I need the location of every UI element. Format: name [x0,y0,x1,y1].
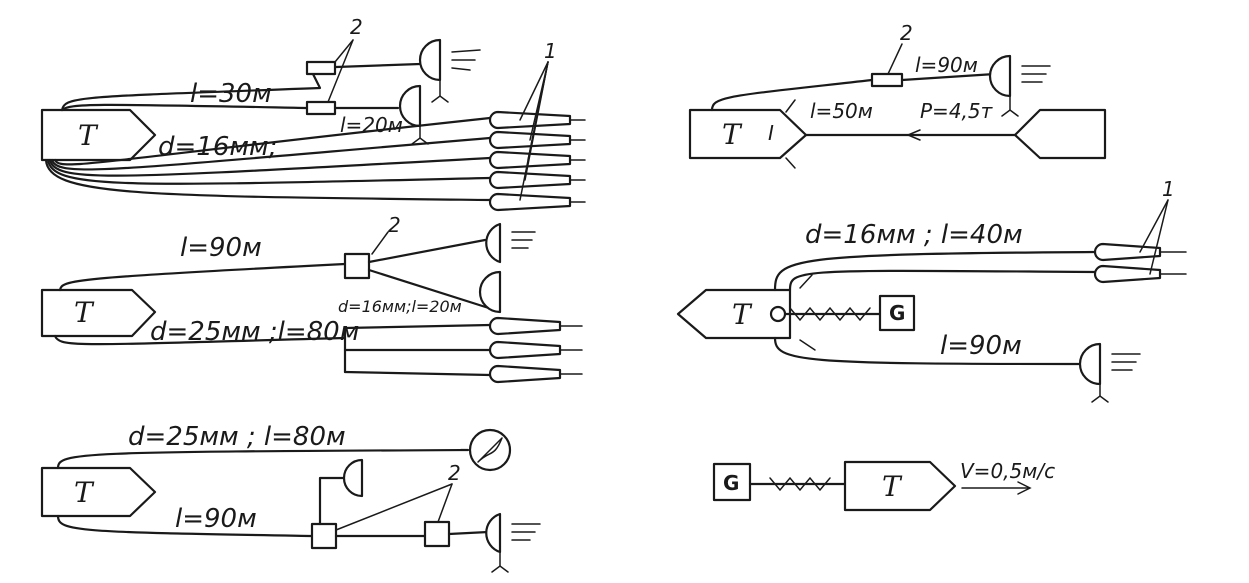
tractor-2-label: Т [74,296,95,329]
diagram-4: Т I 2 l=90м l=50м P=4,5т [688,21,1107,169]
d3-splitter [310,522,338,550]
d4-length-90: l=90м [915,53,978,77]
tractor-6 [843,460,957,512]
diagram-3: Т d=25мм ; l=80м l=90м 2 [40,422,541,573]
d4-marker2-line [887,43,903,75]
tractor-4 [688,108,808,160]
d2-handline-1 [343,323,492,330]
d1-handline-1 [53,116,492,166]
d1-handline-5 [44,158,492,202]
d5-marker1-line-a [1139,199,1169,253]
d4-reducer [870,72,904,88]
d5-winch-label: G [889,301,905,325]
tractor-3-label: Т [74,476,95,509]
diagram-6: G Т V=0,5м/с [712,459,1055,512]
d3-branch-up [318,476,347,526]
d2-feed-hose [53,334,347,346]
d2-branch-upper [367,238,487,264]
d3-monitor-a [342,458,364,498]
d1-marker1-line-a [519,61,549,121]
diagram-5: Т G 1 d=16мм ; l=40м l=90м [676,177,1187,403]
d4-pull-force: P=4,5т [920,99,994,123]
d5-nozzle-barrels [1093,242,1187,284]
d6-speed: V=0,5м/с [960,459,1055,483]
d5-anchor-marks [799,274,816,351]
d2-monitor-b [478,270,502,314]
d3-marker-2: 2 [448,461,461,485]
d4-towed-unit [1013,108,1107,160]
d4-cable-arrow [906,129,921,141]
d5-length-90: l=90м [940,331,1022,361]
d4-hose [710,78,874,112]
d5-upper-hose-a [773,250,1097,292]
d5-link-zigzag [789,306,871,322]
d4-hose-end [900,72,997,82]
d3-reducer [423,520,451,548]
tractor-2 [40,288,157,338]
diagram-1: Т 2 l=30м l=20м d=16мм; [40,15,586,212]
d1-marker2-line-b [327,39,354,103]
d2-splitter [343,252,371,280]
tractor-3 [40,466,157,518]
d1-handline-2 [50,136,492,171]
d3-monitor-b [485,512,502,554]
d1-monitor-nozzle-b [398,84,422,128]
d1-hose-upper [60,66,322,112]
d1-handline-4 [46,158,492,185]
d3-diameter-25-length-80: d=25мм ; l=80м [128,422,346,452]
d2-handline-3 [343,370,492,377]
tractor-4-label: Т [722,118,743,151]
d2-length-90: l=90м [180,233,262,263]
d2-marker-2: 2 [388,213,401,237]
d4-winch-symbol: I [768,121,774,145]
d5-monitor [1078,342,1102,386]
d2-nozzle-barrels [488,316,583,384]
d2-diameter-16-length-20: d=16мм;l=20м [338,297,462,316]
d1-marker2-line-a [334,39,354,63]
d2-marker2-line [371,231,389,255]
d6-link-zigzag [769,476,831,492]
tractor-1-label: Т [78,119,99,152]
d4-length-50: l=50м [810,99,873,123]
d3-length-90: l=90м [175,504,257,534]
d1-monitor-legs-a [431,95,449,103]
d1-marker-2: 2 [350,15,363,39]
d4-monitor [988,54,1012,98]
d1-hose-second [60,103,310,112]
d1-handline-3 [48,156,492,177]
d4-anchor-marks [785,99,796,169]
d2-branch-lower [367,268,497,312]
tractor-1 [40,108,157,162]
d6-winch-label: G [723,471,739,495]
d3-lower-hose [56,514,314,538]
d1-marker-1: 1 [544,39,557,63]
d2-main-hose [58,262,347,292]
d5-winch-box [878,294,916,332]
d2-monitor-a [485,222,502,264]
tractor-6-label: Т [882,470,903,503]
d1-monitor-nozzle-a [418,38,442,82]
d4-marker-2: 2 [900,21,913,45]
d1-reducer-b [305,100,337,116]
d3-marker2-line-a [335,483,453,531]
d5-upper-hose-b [788,269,1097,292]
diagram-2: Т 2 l=90м d=16мм;l=20м d=25мм ;l=80м [40,213,583,384]
d1-monitor-legs-b [411,137,429,145]
d3-branch-end [447,530,490,536]
tractor-5-label: Т [732,298,753,331]
d5-diameter-16-length-40: d=16мм ; l=40м [805,220,1023,250]
d5-hitch [769,305,787,323]
d1-reducer-a [305,60,337,76]
d6-winch-box [712,462,752,502]
d5-marker-1: 1 [1162,177,1175,201]
d3-upper-hose [56,448,470,470]
d5-lower-hose [773,336,1087,366]
d1-length-30: l=30м [190,79,272,109]
d1-nozzle-barrels [488,110,586,212]
d3-sprinkler-blade [477,437,503,463]
